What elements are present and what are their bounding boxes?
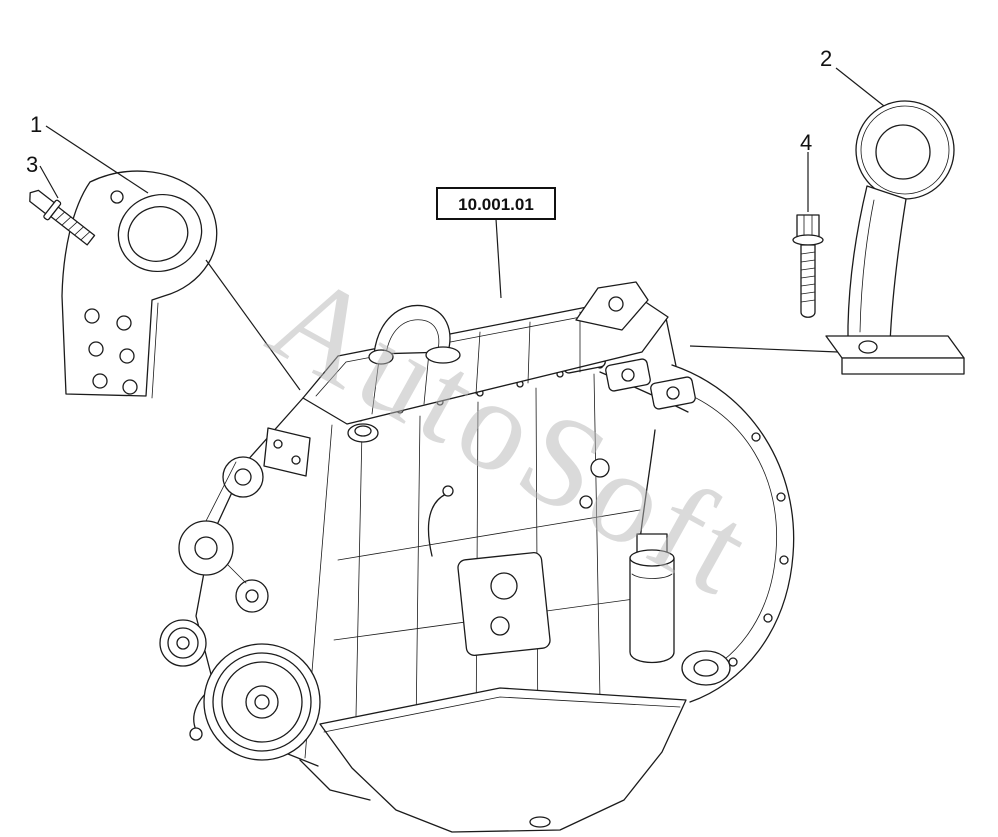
intake-elbow [368,304,461,365]
fuel-filter [629,533,675,664]
part-3-bolt [29,189,96,246]
callout-2: 2 [820,46,832,71]
part-2-lifting-bracket [825,100,965,375]
flywheel-housing [671,364,795,703]
reference-box-label: 10.001.01 [458,195,534,214]
valve-cover [302,296,669,443]
oil-pan [319,687,687,833]
engine-block-details [333,317,677,753]
engine-rear-lift-bracket [575,281,649,331]
callout-1: 1 [30,112,42,137]
leader-lines [39,67,885,391]
part-1-lifting-hook [61,170,218,399]
engine-illustration [159,281,795,833]
reference-box[interactable]: 10.001.01 [436,187,556,220]
part-4-bolt [792,214,824,318]
callout-3: 3 [26,152,38,177]
callout-4: 4 [800,130,812,155]
front-pulleys [159,456,321,761]
